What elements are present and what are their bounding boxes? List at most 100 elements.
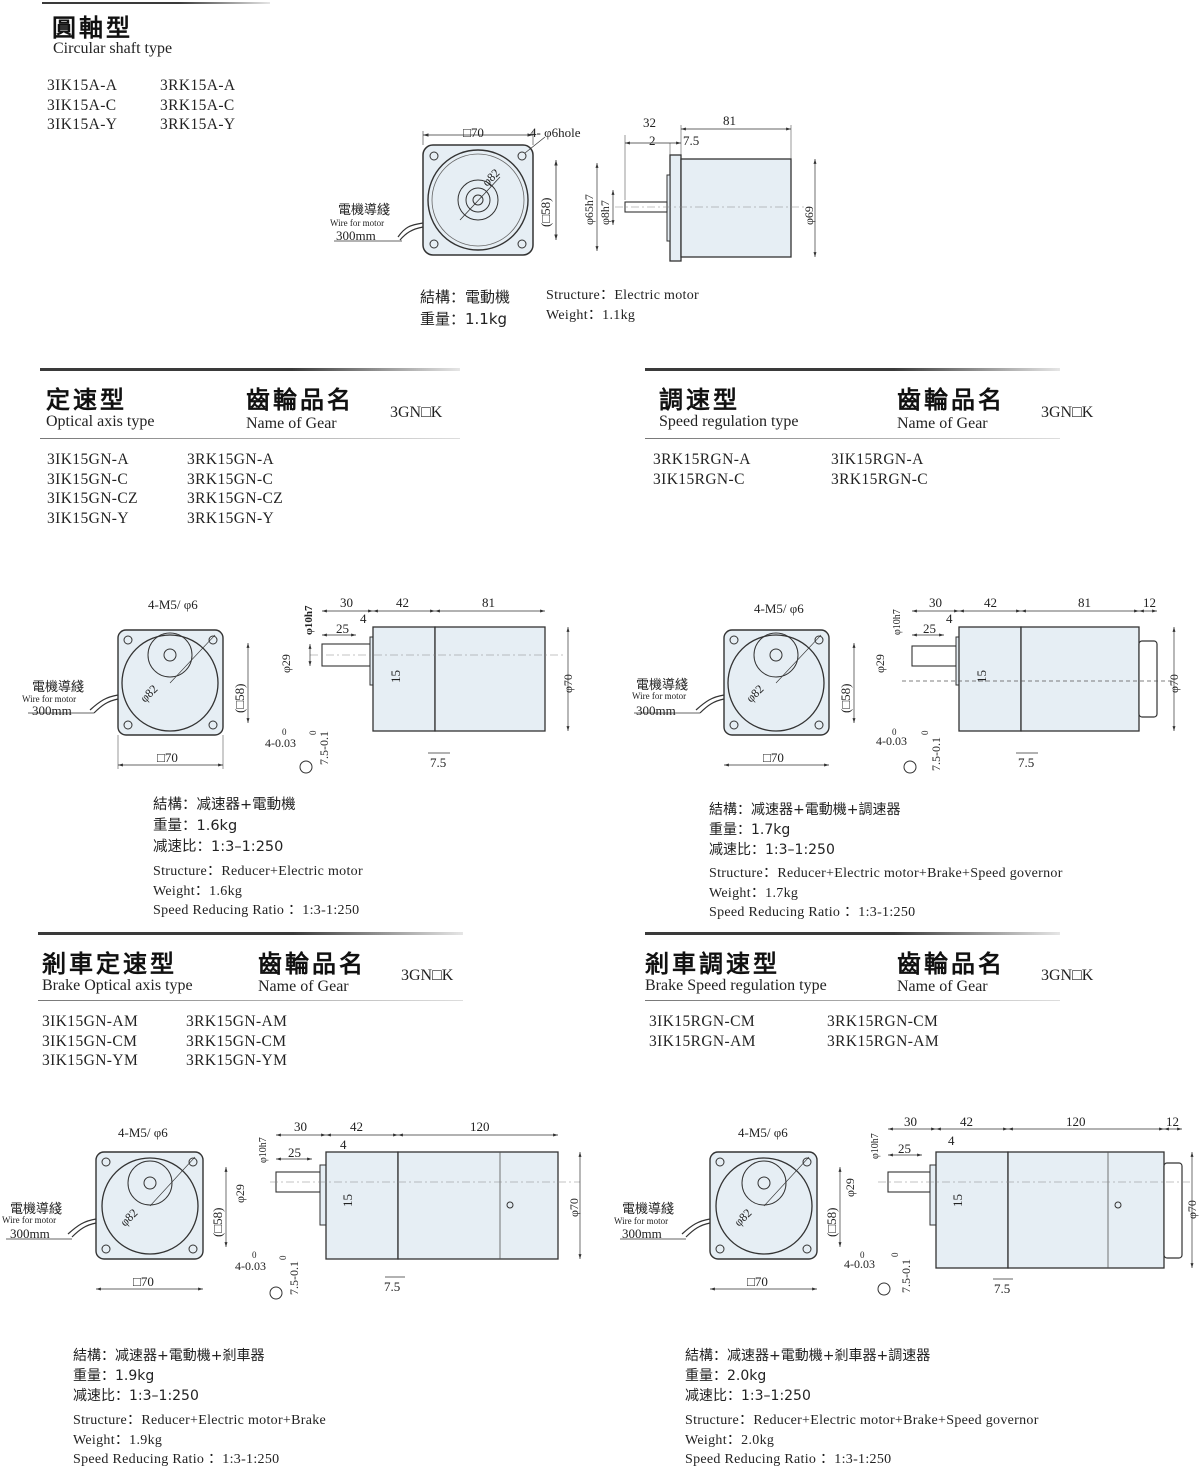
speed-spec-cn: 結構：减速器+電動機+調速器 重量：1.7kg 减速比：1:3–1:250	[709, 800, 900, 860]
dim-phi70: φ70	[567, 1198, 581, 1217]
model-item: 3IK15GN-Y	[47, 509, 129, 527]
optical-gear-en: Name of Gear	[246, 415, 337, 432]
brake-speed-gear-en: Name of Gear	[897, 978, 988, 995]
spec-ratio: 减速比：1:3–1:250	[685, 1388, 811, 1404]
dim-key-zero: 0	[252, 1250, 257, 1260]
dim-d58: (□58)	[232, 683, 247, 713]
dim-phi10: φ10h7	[870, 1133, 881, 1159]
dim-sq70: □70	[763, 750, 784, 765]
model-item: 3RK15RGN-A	[653, 451, 751, 468]
dim-15: 15	[340, 1194, 355, 1207]
dim-m5: 4-M5/ φ6	[738, 1125, 788, 1140]
dim-m5: 4-M5/ φ6	[148, 597, 198, 612]
dim-12: 12	[1166, 1114, 1179, 1129]
spec-structure: 結構：减速器+電動機+剎車器	[73, 1348, 265, 1364]
dim-key: 4-0.03	[235, 1259, 266, 1273]
lead-label-en: Wire for motor	[632, 691, 686, 701]
circular-title-en: Circular shaft type	[53, 40, 173, 57]
model-item: 3IK15RGN-A	[831, 451, 924, 468]
dim-key-zero: 0	[860, 1250, 865, 1260]
spec-weight-en: Weight：1.6kg	[153, 883, 243, 899]
lead-label-en: Wire for motor	[22, 694, 76, 704]
circular-spec-cn: 結構：電動機 重量：1.1kg	[420, 286, 510, 330]
brake-speed-gear-cn: 齒輪品名	[897, 950, 1005, 978]
dim-d58: (□58)	[210, 1207, 225, 1237]
dim-120: 120	[1066, 1114, 1086, 1129]
optical-title-en: Optical axis type	[46, 413, 155, 430]
model-item: 3IK15RGN-CM	[649, 1013, 756, 1030]
dim-depth: 7.5-0.1	[287, 1261, 301, 1295]
model-item: 3RK15A-Y	[160, 116, 236, 133]
circular-title-cn: 圓軸型	[52, 14, 133, 42]
dim-phi10: φ10h7	[303, 605, 315, 635]
spec-weight-en: Weight：1.1kg	[546, 307, 636, 323]
dim-25: 25	[336, 621, 349, 636]
dim-square: □70	[463, 125, 484, 140]
model-item: 3IK15GN-AM	[42, 1013, 139, 1030]
brake-speed-gear-code: 3GN□K	[1041, 967, 1094, 984]
spec-structure-en: Structure：Electric motor	[546, 288, 699, 303]
optical-drawing: 4-M5/ φ6 □70 (□58) φ82 電機導綫 Wire for mot…	[22, 595, 575, 774]
spec-ratio-en: Speed Reducing Ratio ：1:3-1:250	[709, 905, 916, 920]
dim-42: 42	[960, 1114, 973, 1129]
speed-title-cn: 調速型	[659, 386, 740, 414]
dim-d58: (□58)	[538, 197, 553, 227]
model-item: 3RK15GN-Y	[187, 509, 275, 527]
spec-weight: 重量：1.1kg	[420, 310, 508, 328]
lead-length: 300mm	[32, 703, 72, 718]
dim-m5: 4-M5/ φ6	[754, 601, 804, 616]
dim-depth: 7.5-0.1	[317, 731, 331, 765]
lead-label-en: Wire for motor	[330, 218, 384, 228]
dim-81: 81	[482, 595, 495, 610]
model-item: 3RK15GN-CZ	[187, 490, 284, 507]
spec-structure-en: Structure：Reducer+Electric motor+Brake	[73, 1413, 327, 1428]
model-item: 3RK15RGN-CM	[827, 1013, 939, 1030]
dim-25: 25	[898, 1141, 911, 1156]
spec-structure-en: Structure：Reducer+Electric motor+Brake+S…	[709, 866, 1063, 881]
dim-depth-zero: 0	[278, 1255, 288, 1260]
dim-phi70: φ70	[561, 674, 575, 693]
dim-42: 42	[396, 595, 409, 610]
model-item: 3RK15RGN-AM	[827, 1032, 940, 1050]
dim-m5: 4-M5/ φ6	[118, 1125, 168, 1140]
spec-ratio-en: Speed Reducing Ratio ：1:3-1:250	[73, 1452, 280, 1467]
brake-optical-spec-cn: 結構：减速器+電動機+剎車器 重量：1.9kg 减速比：1:3–1:250	[73, 1346, 264, 1406]
dim-phi29: φ29	[873, 654, 887, 673]
dim-phi10: φ10h7	[892, 609, 903, 635]
lead-label-en: Wire for motor	[2, 1215, 56, 1225]
model-item: 3IK15A-Y	[47, 116, 118, 133]
dim-phi8: φ8h7	[598, 200, 612, 225]
spec-structure-en: Structure：Reducer+Electric motor+Brake+S…	[685, 1413, 1039, 1428]
speed-rule-top	[645, 368, 1060, 371]
model-item: 3RK15GN-CM	[186, 1032, 287, 1050]
model-item: 3IK15A-C	[47, 96, 117, 114]
model-item: 3RK15GN-AM	[186, 1013, 288, 1030]
dim-7-5: 7.5	[430, 755, 446, 770]
lead-label-cn: 電機導綫	[338, 202, 390, 217]
spec-structure: 結構：電動機	[420, 288, 511, 306]
circular-rule	[42, 2, 270, 4]
speed-gear-code: 3GN□K	[1041, 404, 1094, 421]
circular-spec-en: Structure：Electric motor Weight：1.1kg	[546, 286, 699, 325]
dim-phi10: φ10h7	[258, 1137, 269, 1163]
model-item: 3IK15GN-CZ	[47, 490, 138, 507]
model-item: 3IK15RGN-AM	[649, 1032, 756, 1050]
dim-7-5: 7.5	[994, 1281, 1010, 1296]
model-item: 3IK15GN-YM	[42, 1052, 139, 1069]
lead-length: 300mm	[336, 228, 376, 243]
dim-phi70: φ70	[1185, 1200, 1199, 1219]
brake-optical-gear-en: Name of Gear	[258, 978, 349, 995]
spec-weight-en: Weight：1.7kg	[709, 885, 799, 901]
dim-key: 4-0.03	[876, 734, 907, 748]
spec-weight-en: Weight：2.0kg	[685, 1432, 775, 1448]
speed-models-col1: 3RK15RGN-A 3IK15RGN-C	[653, 450, 751, 489]
spec-weight-en: Weight：1.9kg	[73, 1432, 163, 1448]
dim-42: 42	[350, 1119, 363, 1134]
model-item: 3IK15GN-C	[47, 470, 129, 488]
brake-speed-spec-en: Structure：Reducer+Electric motor+Brake+S…	[685, 1411, 1039, 1470]
lead-length: 300mm	[636, 703, 676, 718]
dim-d58: (□58)	[824, 1207, 839, 1237]
brake-speed-drawing: 4-M5/ φ6 □70 (□58) φ82 電機導綫 Wire for mot…	[614, 1114, 1199, 1296]
spec-structure-en: Structure：Reducer+Electric motor	[153, 864, 363, 879]
dim-30: 30	[294, 1119, 307, 1134]
